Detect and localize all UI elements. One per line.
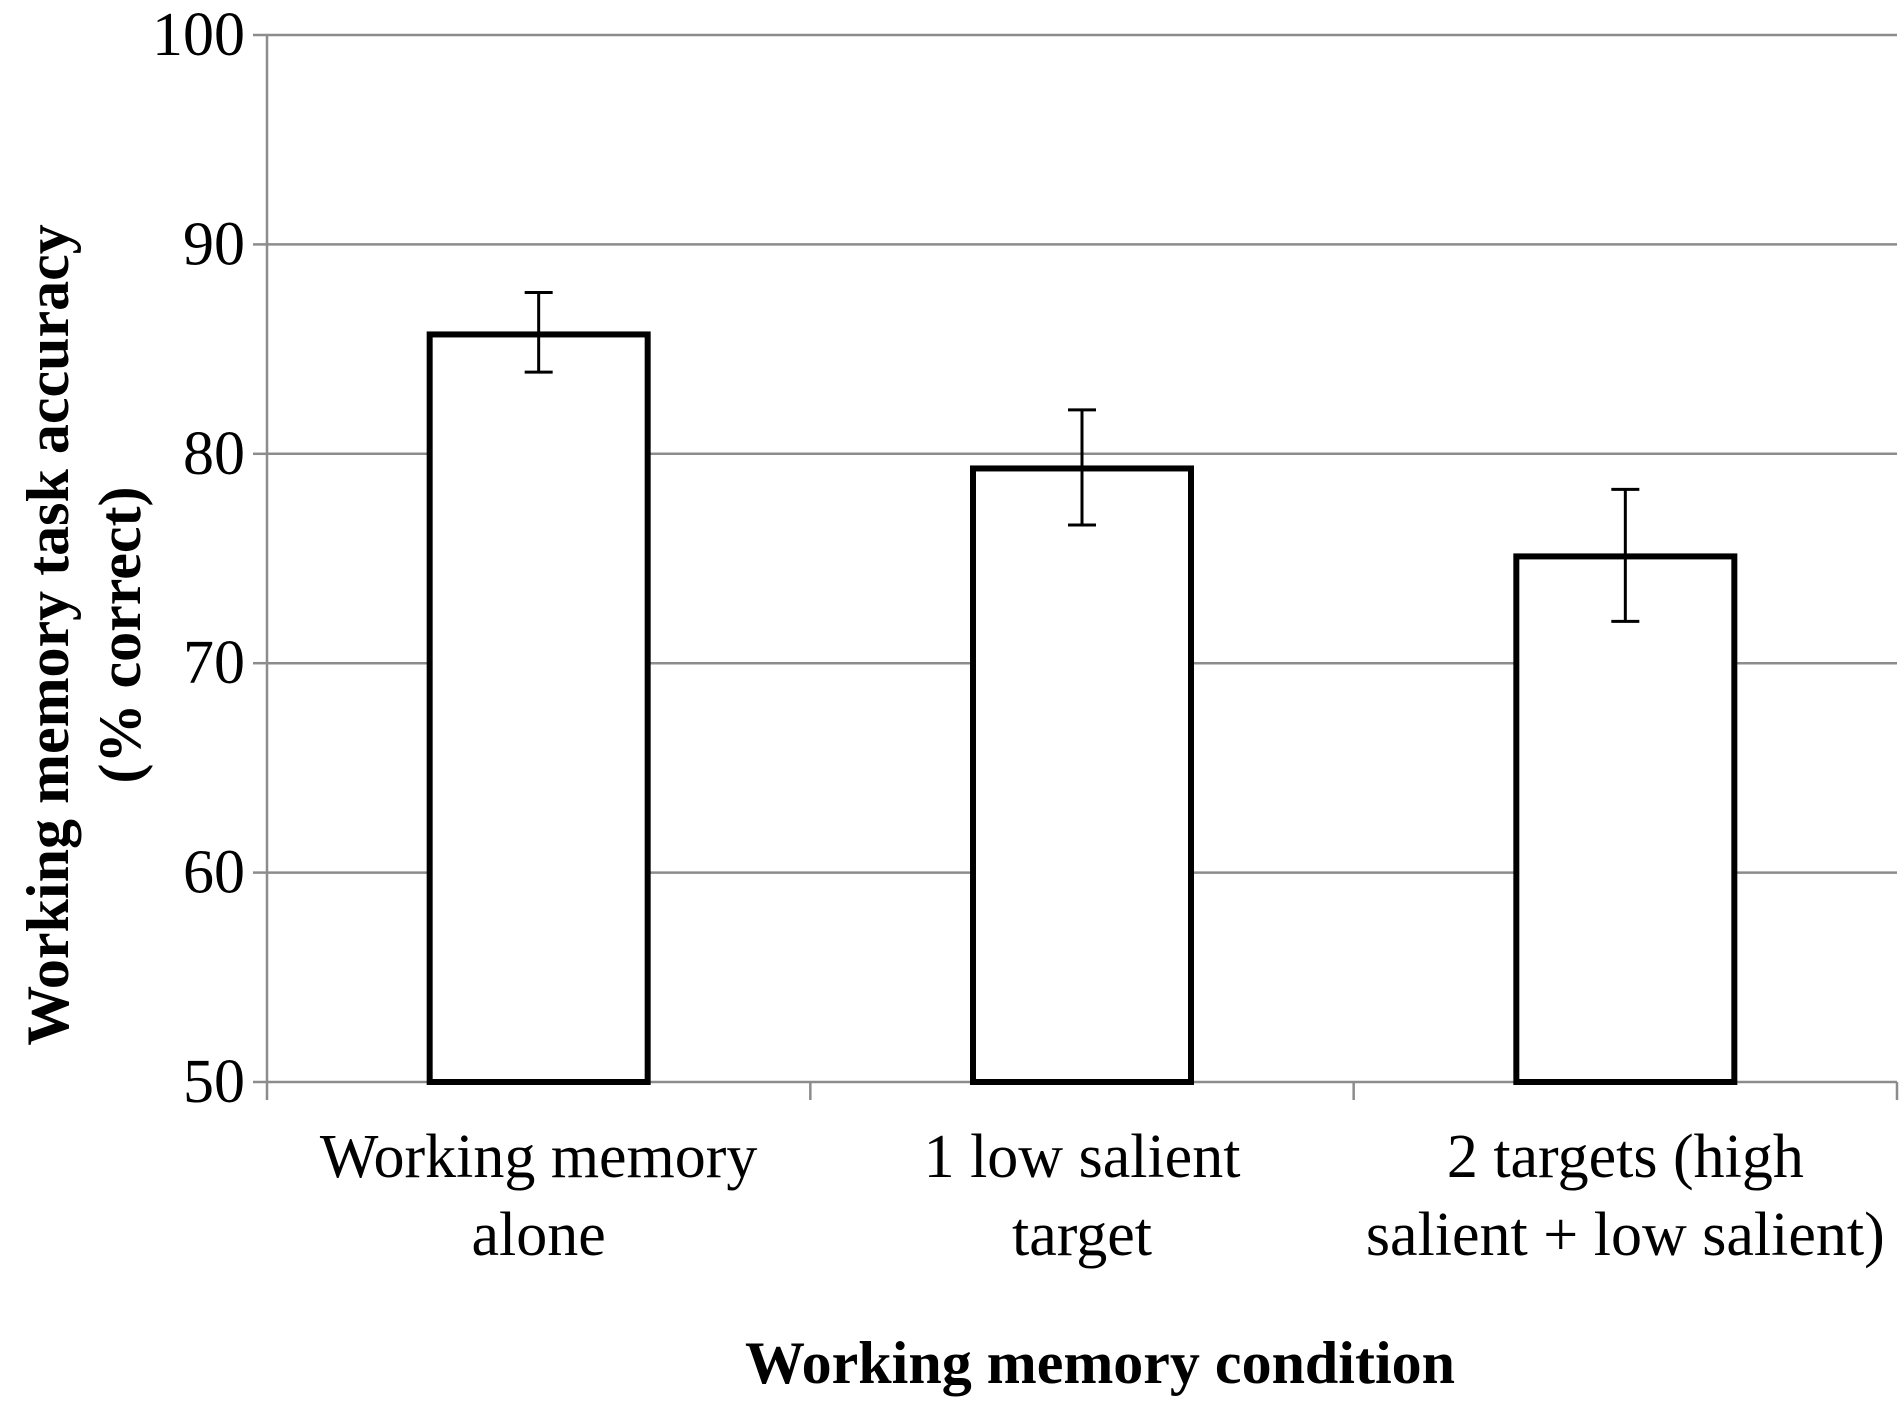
y-tick-label: 100	[152, 1, 245, 69]
y-tick-labels: 50 60 70 80 90 100	[152, 1, 245, 1116]
bar	[1513, 553, 1738, 1085]
y-tick-label: 90	[183, 210, 245, 278]
x-axis-title: Working memory condition	[745, 1330, 1455, 1396]
x-category-labels: Working memory alone 1 low salient target 2 …	[320, 1123, 1885, 1269]
bar	[426, 331, 651, 1085]
x-category-label: Working memory	[320, 1123, 758, 1191]
y-axis-title-line-1: Working memory task accuracy	[15, 224, 81, 1046]
x-category-label: salient + low salient)	[1366, 1201, 1885, 1269]
bars	[426, 331, 1738, 1085]
y-axis-title-line-2: (% correct)	[87, 486, 153, 783]
x-category-label: alone	[472, 1201, 606, 1269]
x-category-label: target	[1012, 1201, 1152, 1269]
y-axis-title: Working memory task accuracy (% correct)	[15, 224, 153, 1046]
y-tick-label: 70	[183, 629, 245, 697]
y-tick-label: 80	[183, 420, 245, 488]
x-category-label: 1 low salient	[924, 1123, 1241, 1191]
bar	[970, 465, 1194, 1085]
y-tick-label: 50	[183, 1048, 245, 1116]
y-tick-label: 60	[183, 839, 245, 907]
error-bars	[524, 291, 1640, 623]
x-category-label: 2 targets (high	[1447, 1123, 1804, 1191]
